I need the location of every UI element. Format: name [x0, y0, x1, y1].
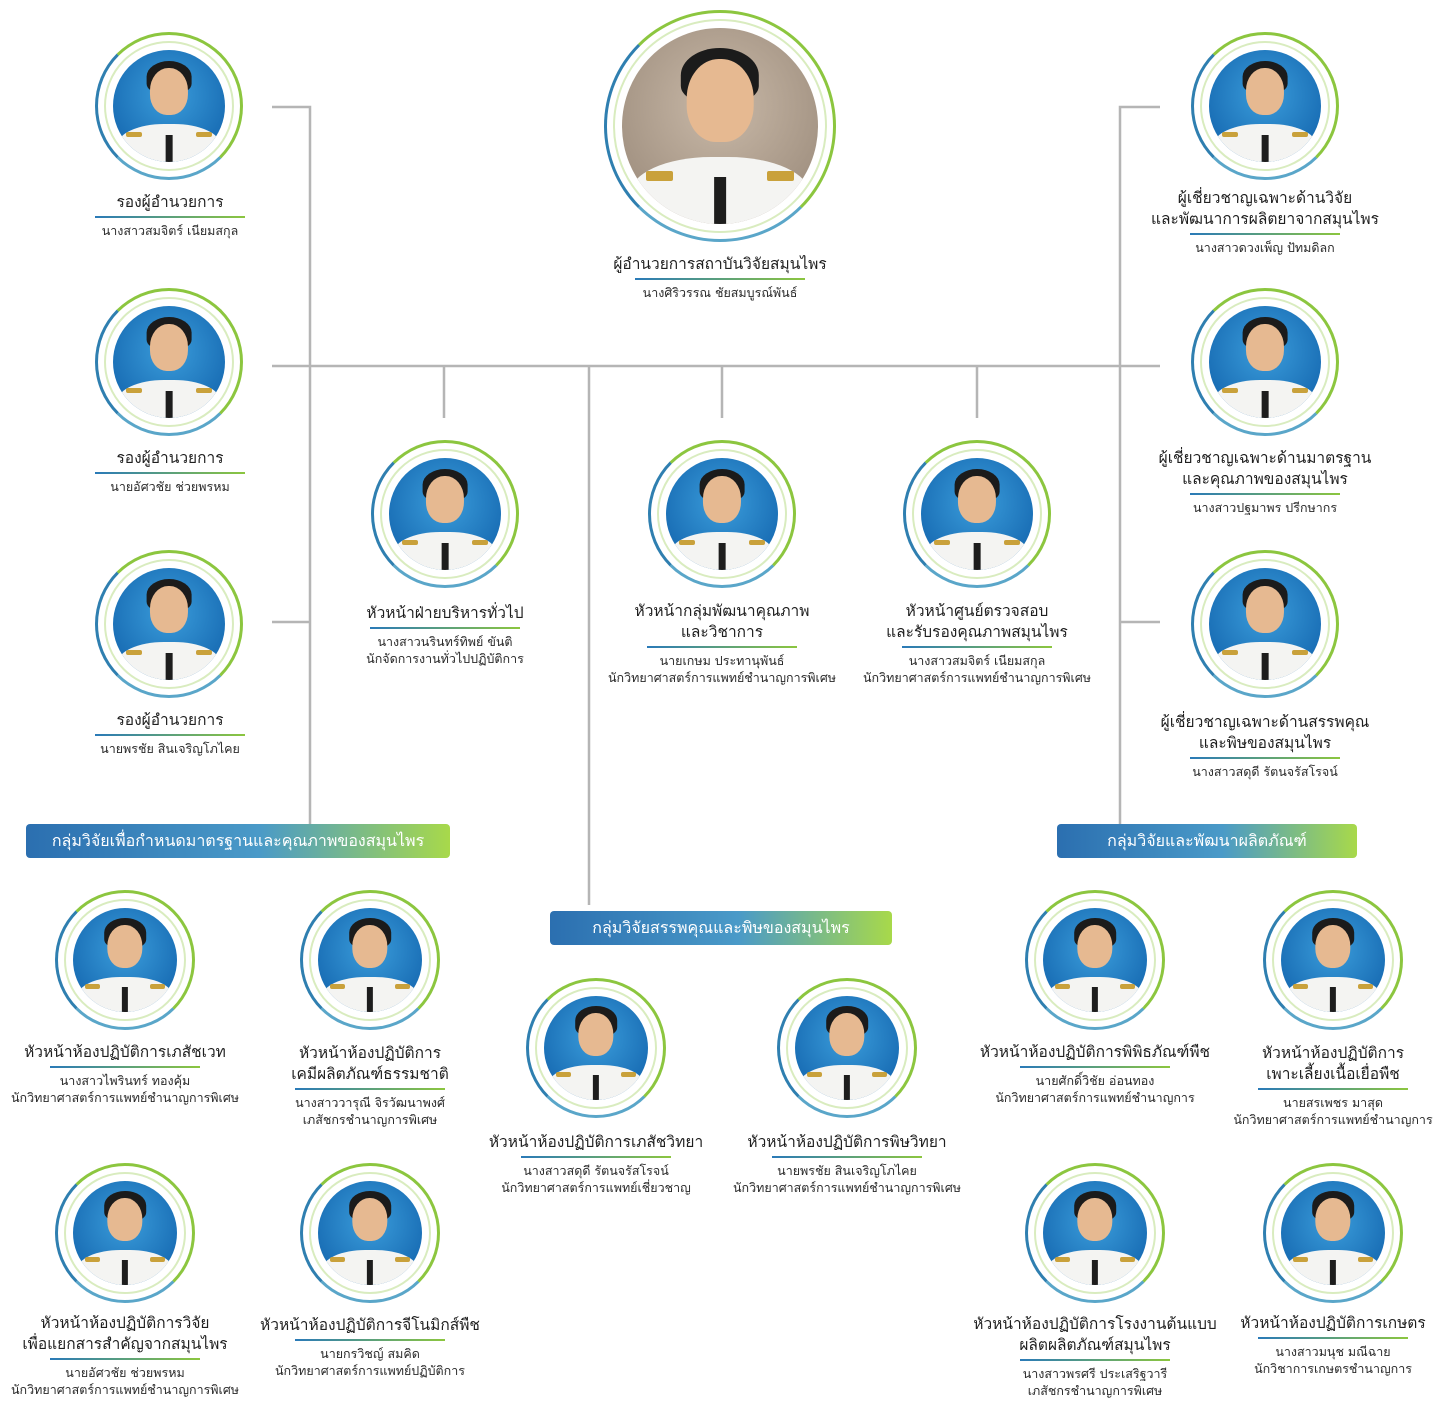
- lab-title-line2: ผลิตผลิตภัณฑ์สมุนไพร: [1019, 1336, 1171, 1354]
- lab-name: นางสาวไพรินทร์ ทองคุ้ม: [59, 1073, 191, 1088]
- director-portrait: [604, 10, 836, 242]
- deputy-name: นายอัศวชัย ช่วยพรหม: [110, 479, 230, 494]
- lab-name: นายอัศวชัย ช่วยพรหม: [65, 1365, 185, 1380]
- lab-title: หัวหน้าห้องปฏิบัติการเภสัชเวท: [24, 1043, 226, 1061]
- lab-title: หัวหน้าห้องปฏิบัติการโรงงานต้นแบบ: [973, 1315, 1217, 1333]
- lab-name: นายพรชัย สินเจริญโภไคย: [777, 1163, 917, 1178]
- expert-title: ผู้เชี่ยวชาญเฉพาะด้านสรรพคุณ: [1160, 713, 1370, 731]
- expert-title-line2: และพัฒนาการผลิตยาจากสมุนไพร: [1151, 210, 1379, 228]
- deputy-title: รองผู้อำนวยการ: [116, 193, 224, 211]
- expert-title: ผู้เชี่ยวชาญเฉพาะด้านวิจัย: [1177, 189, 1353, 207]
- lab-name: นายสรเพชร มาสุด: [1283, 1095, 1383, 1110]
- group-banner-standards: กลุ่มวิจัยเพื่อกำหนดมาตรฐานและคุณภาพของส…: [26, 824, 450, 858]
- lab-portrait: [526, 978, 666, 1118]
- lab-name: นางสาววารุณี จิรวัฒนาพงศ์: [295, 1095, 445, 1110]
- lab-name: นายกรวิชญ์ สมคิด: [320, 1346, 420, 1361]
- head-name: นางสาวนรินทร์ทิพย์ ขันติ: [377, 634, 513, 649]
- expert-title: ผู้เชี่ยวชาญเฉพาะด้านมาตรฐาน: [1158, 449, 1372, 467]
- lab-title: หัวหน้าห้องปฏิบัติการวิจัย: [40, 1314, 210, 1332]
- lab-title: หัวหน้าห้องปฏิบัติการ: [298, 1044, 442, 1062]
- head-title-line2: และวิชาการ: [680, 623, 764, 641]
- lab-portrait: [1263, 890, 1403, 1030]
- lab-name: นายศักดิ์วิชัย อ่อนทอง: [1035, 1073, 1155, 1088]
- lab-position: เภสัชกรชำนาญการพิเศษ: [1027, 1383, 1163, 1398]
- lab-title: หัวหน้าห้องปฏิบัติการพิษวิทยา: [747, 1133, 947, 1151]
- deputy-portrait: [95, 550, 243, 698]
- lab-position: เภสัชกรชำนาญการพิเศษ: [302, 1112, 438, 1127]
- deputy-portrait: [95, 288, 243, 436]
- lab-position: นักวิทยาศาสตร์การแพทย์ชำนาญการ: [1233, 1112, 1433, 1127]
- deputy-title: รองผู้อำนวยการ: [116, 711, 224, 729]
- head-position: นักจัดการงานทั่วไปปฏิบัติการ: [366, 651, 524, 666]
- lab-position: นักวิชาการเกษตรชำนาญการ: [1254, 1361, 1412, 1376]
- lab-portrait: [777, 978, 917, 1118]
- head-title-line2: และรับรองคุณภาพสมุนไพร: [886, 623, 1068, 641]
- head-portrait: [903, 440, 1051, 588]
- lab-title-line2: เคมีผลิตภัณฑ์ธรรมชาติ: [291, 1065, 449, 1083]
- group-banner-pharmacology: กลุ่มวิจัยสรรพคุณและพิษของสมุนไพร: [550, 911, 892, 945]
- lab-name: นางสาวพรศรี ประเสริฐวารี: [1022, 1366, 1168, 1381]
- lab-portrait: [300, 890, 440, 1030]
- head-name: นางสาวสมจิตร์ เนียมสกุล: [908, 653, 1046, 668]
- head-title: หัวหน้ากลุ่มพัฒนาคุณภาพ: [634, 602, 810, 620]
- lab-title: หัวหน้าห้องปฏิบัติการเกษตร: [1240, 1314, 1426, 1332]
- expert-name: นางสาวสดุดี รัตนจรัสโรจน์: [1192, 764, 1338, 779]
- head-position: นักวิทยาศาสตร์การแพทย์ชำนาญการพิเศษ: [608, 670, 836, 685]
- deputy-portrait: [95, 32, 243, 180]
- lab-title: หัวหน้าห้องปฏิบัติการจีโนมิกส์พืช: [260, 1316, 480, 1334]
- lab-title: หัวหน้าห้องปฏิบัติการพิพิธภัณฑ์พืช: [979, 1043, 1211, 1061]
- head-title: หัวหน้าฝ่ายบริหารทั่วไป: [366, 604, 524, 622]
- lab-portrait: [55, 1163, 195, 1303]
- head-portrait: [648, 440, 796, 588]
- head-position: นักวิทยาศาสตร์การแพทย์ชำนาญการพิเศษ: [863, 670, 1091, 685]
- lab-name: นางสาวมนุช มณีฉาย: [1275, 1344, 1391, 1359]
- lab-name: นางสาวสดุดี รัตนจรัสโรจน์: [523, 1163, 669, 1178]
- lab-position: นักวิทยาศาสตร์การแพทย์ชำนาญการ: [995, 1090, 1195, 1105]
- lab-title: หัวหน้าห้องปฏิบัติการ: [1261, 1044, 1405, 1062]
- lab-position: นักวิทยาศาสตร์การแพทย์เชี่ยวชาญ: [501, 1180, 691, 1195]
- expert-name: นางสาวดวงเพ็ญ ปัทมดิลก: [1195, 240, 1335, 255]
- lab-title: หัวหน้าห้องปฏิบัติการเภสัชวิทยา: [488, 1133, 704, 1151]
- director-title: ผู้อำนวยการสถาบันวิจัยสมุนไพร: [613, 255, 827, 273]
- lab-portrait: [1025, 890, 1165, 1030]
- lab-portrait: [1263, 1163, 1403, 1303]
- lab-position: นักวิทยาศาสตร์การแพทย์ชำนาญการพิเศษ: [11, 1090, 239, 1105]
- lab-position: นักวิทยาศาสตร์การแพทย์ปฏิบัติการ: [275, 1363, 465, 1378]
- expert-name: นางสาวปฐมาพร ปรีกษากร: [1192, 500, 1338, 515]
- expert-portrait: [1191, 550, 1339, 698]
- lab-position: นักวิทยาศาสตร์การแพทย์ชำนาญการพิเศษ: [11, 1382, 239, 1397]
- group-banner-product-dev: กลุ่มวิจัยและพัฒนาผลิตภัณฑ์: [1057, 824, 1357, 858]
- lab-portrait: [1025, 1163, 1165, 1303]
- deputy-name: นายพรชัย สินเจริญโภไคย: [100, 741, 240, 756]
- head-title: หัวหน้าศูนย์ตรวจสอบ: [905, 602, 1049, 620]
- expert-title-line2: และพิษของสมุนไพร: [1198, 734, 1332, 752]
- lab-title-line2: เพาะเลี้ยงเนื้อเยื่อพืช: [1266, 1065, 1400, 1083]
- director-name: นางศิริวรรณ ชัยสมบูรณ์พันธ์: [642, 285, 798, 300]
- head-portrait: [371, 440, 519, 588]
- head-name: นายเกษม ประทานุพันธ์: [659, 653, 785, 668]
- deputy-title: รองผู้อำนวยการ: [116, 449, 224, 467]
- expert-portrait: [1191, 288, 1339, 436]
- lab-portrait: [300, 1163, 440, 1303]
- lab-position: นักวิทยาศาสตร์การแพทย์ชำนาญการพิเศษ: [733, 1180, 961, 1195]
- expert-title-line2: และคุณภาพของสมุนไพร: [1182, 470, 1348, 488]
- expert-portrait: [1191, 32, 1339, 180]
- lab-title-line2: เพื่อแยกสารสำคัญจากสมุนไพร: [22, 1335, 228, 1353]
- lab-portrait: [55, 890, 195, 1030]
- deputy-name: นางสาวสมจิตร์ เนียมสกุล: [101, 223, 239, 238]
